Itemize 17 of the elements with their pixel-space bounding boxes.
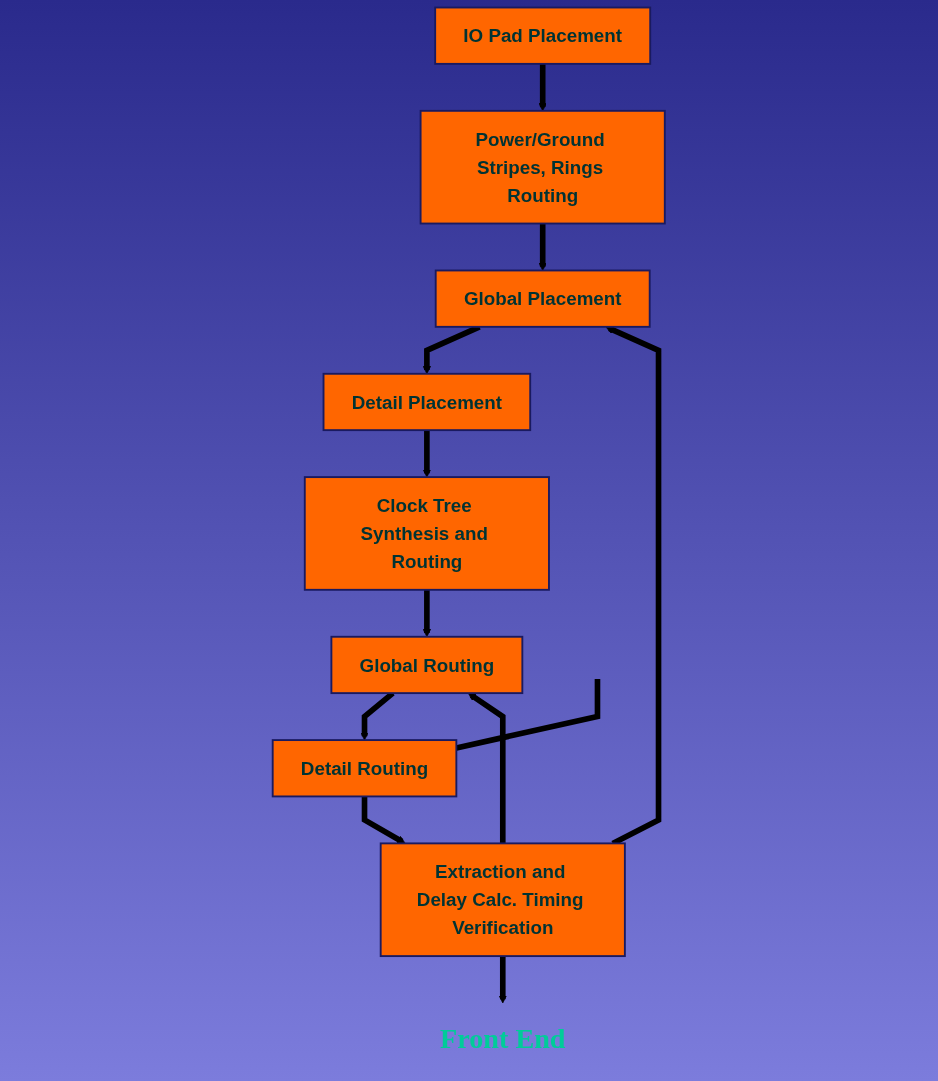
- connector: [456, 679, 601, 751]
- arrow: [498, 956, 508, 1004]
- arrow: [361, 796, 406, 844]
- node-box: Clock Tree Synthesis and Routing: [304, 476, 551, 591]
- node-box: Detail Placement: [322, 372, 532, 432]
- arrow: [468, 692, 506, 844]
- arrow: [423, 430, 432, 478]
- node-box: Global Placement: [435, 269, 651, 328]
- arrow: [538, 223, 548, 271]
- node-box: Extraction and Delay Calc. Timing Verification: [380, 842, 627, 958]
- node-box: Detail Routing: [272, 739, 458, 798]
- node-box: IO Pad Placement: [434, 6, 652, 65]
- arrow: [423, 589, 432, 638]
- node-box: Global Routing: [330, 635, 524, 695]
- node-text: Front End: [440, 1022, 566, 1054]
- arrow: [538, 63, 548, 112]
- node-box: Power/Ground Stripes, Rings Routing: [419, 109, 666, 225]
